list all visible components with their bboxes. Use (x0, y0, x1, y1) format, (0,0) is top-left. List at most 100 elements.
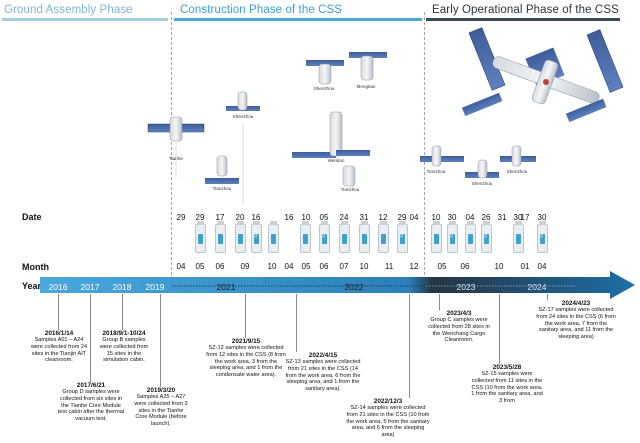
module-label-tianhe: Tianhe (169, 156, 183, 161)
row-label-year: Year (22, 281, 42, 291)
annotation-text: SZ-12 samples were collected from 12 sit… (206, 345, 286, 378)
annotation-text: Group D samples were collected from six … (57, 389, 125, 422)
year-label: 2024 (527, 282, 547, 292)
date-value: 20 (235, 213, 245, 222)
annotation-text: SZ-14 samples were collected from 21 sit… (346, 405, 430, 438)
connector-line (547, 294, 548, 300)
month-value: 04 (284, 262, 294, 271)
date-value: 17 (215, 213, 225, 222)
connector-line (245, 294, 246, 338)
phase-bar-ground (2, 18, 168, 21)
phase-title-construction: Construction Phase of the CSS (180, 4, 343, 16)
phase-divider (424, 12, 425, 280)
annotation-text: Samples A01 – A24 were collected from 24… (30, 337, 88, 364)
module-label-tianzhou-3: Tianzhou (426, 169, 446, 174)
date-value: 16 (251, 213, 261, 222)
month-value: 07 (339, 262, 349, 271)
module-label-mengtian: Mengtian (356, 84, 376, 89)
sample-id-label: SZ-15 (450, 228, 454, 238)
sample-tube-icon (359, 221, 370, 253)
sample-tube-icon (513, 221, 524, 253)
annotation-date: 2023/4/3 (446, 310, 472, 317)
date-value: 10 (301, 213, 311, 222)
annotation-date: 2019/3/20 (146, 387, 176, 394)
sample-tube-icon: SZ-12 (251, 221, 262, 253)
sample-tube-icon: SZ-13 (319, 221, 330, 253)
sample-id-label: SZ-17 (540, 228, 544, 238)
date-value: 26 (481, 213, 491, 222)
connector-line (499, 294, 500, 364)
month-value: 04 (537, 262, 547, 271)
date-value: 17 (520, 213, 530, 222)
year-label: 2016 (48, 282, 68, 292)
sample-tube-icon (300, 221, 311, 253)
sample-tube-icon (431, 221, 442, 253)
row-label-month: Month (22, 262, 49, 272)
annotation-text: Group C samples were collected from 28 s… (428, 317, 490, 344)
later-missions-icons (420, 145, 536, 179)
date-value: 16 (284, 213, 294, 222)
phase-title-ground: Ground Assembly Phase (4, 4, 133, 16)
date-value: 29 (176, 213, 186, 222)
month-value: 11 (384, 262, 394, 271)
date-value: 10 (431, 213, 441, 222)
sample-tube-icon (195, 221, 206, 253)
year-label: 2019 (145, 282, 165, 292)
wentian-mengtian-modules-icon (292, 52, 387, 187)
date-value: 29 (397, 213, 407, 222)
date-value: 30 (447, 213, 457, 222)
month-value: 10 (359, 262, 369, 271)
year-label: 2022 (344, 282, 364, 292)
tianhe-module-icon (147, 116, 205, 178)
month-value: 05 (437, 262, 447, 271)
month-value: 05 (301, 262, 311, 271)
sample-tube-icon (215, 221, 226, 253)
sample-tube-icon (339, 221, 350, 253)
phase-title-early-operational: Early Operational Phase of the CSS (432, 4, 619, 16)
connector-line (439, 294, 440, 310)
month-value: 06 (215, 262, 225, 271)
annotation-text: SZ-15 samples were collected from 11 sit… (471, 371, 543, 404)
month-value: 04 (176, 262, 186, 271)
annotation-date: 2017/6/21 (76, 382, 106, 389)
row-label-date: Date (22, 212, 42, 222)
sample-id-label: SZ-12 (254, 228, 258, 238)
module-label-wentian: Wentian (327, 158, 345, 163)
annotation-date: 2022/12/3 (373, 398, 403, 405)
connector-line (296, 294, 297, 352)
sample-id-label: SZ-16 (484, 228, 488, 238)
date-value: 31 (497, 213, 507, 222)
date-value: 24 (339, 213, 349, 222)
month-value: 05 (195, 262, 205, 271)
month-value: 09 (240, 262, 250, 271)
tianzhou-cargo-icon (205, 155, 239, 184)
sample-tube-icon: SZ-17 (537, 221, 548, 253)
annotation-date: 2021/9/15 (231, 338, 261, 345)
sample-tube-icon (235, 221, 246, 253)
connector-line (58, 294, 59, 330)
month-value: 12 (409, 262, 419, 271)
module-label-shenzhou-2: Shenzhou (313, 86, 335, 91)
sample-tube-icon: SZ-14 (397, 221, 408, 253)
annotation-text: Group B samples were collected from 15 s… (99, 337, 149, 364)
month-value: 01 (520, 262, 530, 271)
annotation-date: 2022/4/15 (308, 352, 338, 359)
date-value: 29 (195, 213, 205, 222)
date-value: 30 (537, 213, 547, 222)
annotation-date: 2024/4/23 (561, 300, 591, 307)
annotation-date: 2016/1/14 (44, 330, 74, 337)
annotation-text: SZ-13 samples were collected from 21 sit… (285, 359, 361, 392)
annotation-text: SZ-17 samples were collected from 24 sit… (536, 307, 616, 340)
month-value: 06 (319, 262, 329, 271)
spacecraft-illustrations (147, 27, 624, 205)
year-label: 2023 (456, 282, 476, 292)
date-value: 12 (378, 213, 388, 222)
